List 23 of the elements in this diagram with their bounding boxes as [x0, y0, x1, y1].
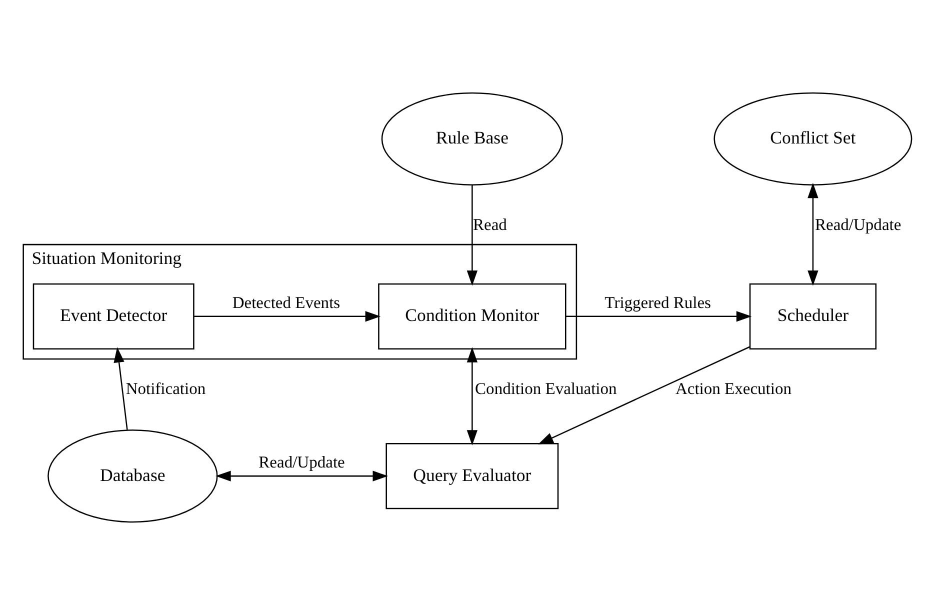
edge-label: Read: [473, 214, 507, 234]
node-ellipse: Database: [48, 429, 218, 522]
arrow: [538, 346, 750, 444]
edge-label: Notification: [126, 378, 206, 398]
node-box: Scheduler: [749, 282, 877, 349]
arrow: [566, 310, 752, 322]
node-box: Event Detector: [32, 282, 194, 349]
arrow: [114, 346, 128, 430]
edge-label: Action Execution: [675, 378, 792, 398]
edge-label: Read/Update: [814, 214, 902, 234]
arrow: [466, 184, 478, 286]
node-box: Condition Monitor: [378, 282, 566, 349]
arrow: [466, 346, 478, 445]
edge-label: Detected Events: [232, 292, 340, 312]
node-ellipse: Rule Base: [381, 92, 563, 185]
edge-label: Read/Update: [258, 452, 345, 472]
edge-label: Condition Evaluation: [475, 378, 617, 398]
arrow: [216, 470, 388, 481]
arrow: [194, 310, 381, 322]
arrow: [808, 182, 818, 286]
node-ellipse: Conflict Set: [714, 92, 912, 185]
node-box: Query Evaluator: [386, 442, 559, 509]
edge-label: Triggered Rules: [604, 292, 711, 312]
